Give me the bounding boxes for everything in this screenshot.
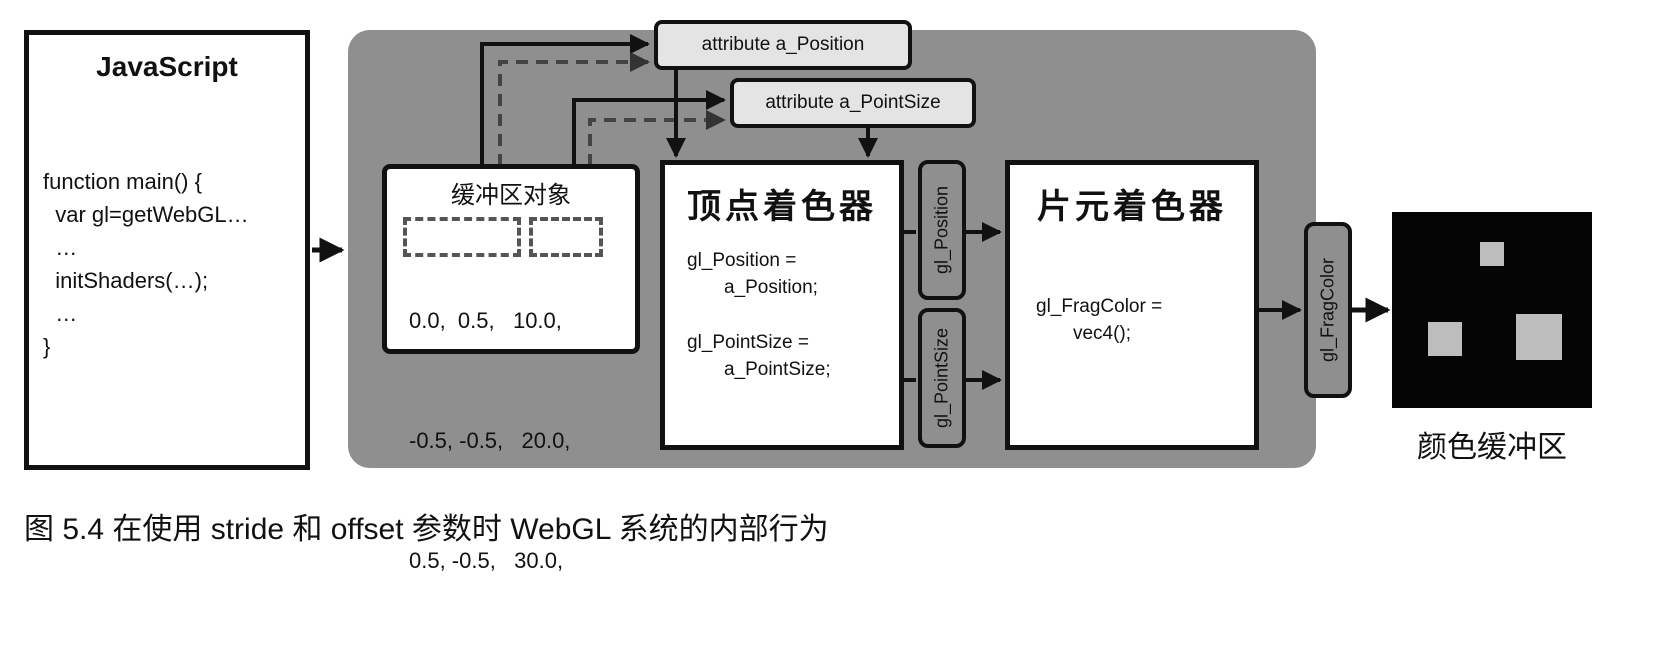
gl-position-output: gl_Position <box>918 160 966 300</box>
attribute-a-position: attribute a_Position <box>654 20 912 70</box>
arrow-buffer-to-attr-position <box>480 34 650 164</box>
dashed-highlight-pointsize <box>529 217 603 257</box>
color-buffer-label: 颜色缓冲区 <box>1417 430 1567 465</box>
figure-caption: 图 5.4 在使用 stride 和 offset 参数时 WebGL 系统的内… <box>24 513 829 546</box>
color-buffer-image <box>1392 212 1592 408</box>
fragment-shader-title: 片元着色器 <box>1037 188 1227 226</box>
gl-fragcolor-label: gl_FragColor <box>1317 257 1338 363</box>
point-medium <box>1428 322 1462 356</box>
buffer-row: 0.0, 0.5, 10.0, <box>409 308 562 333</box>
javascript-code: function main() { var gl=getWebGL… … ini… <box>43 169 249 359</box>
vertex-shader-code-pointsize: gl_PointSize = a_PointSize; <box>687 332 831 380</box>
vertex-shader-title: 顶点着色器 <box>687 188 877 226</box>
arrow-buffer-to-attr-pointsize <box>572 90 726 164</box>
javascript-box: JavaScript function main() { var gl=getW… <box>24 30 310 470</box>
javascript-title: JavaScript <box>96 51 238 82</box>
gl-fragcolor-output: gl_FragColor <box>1304 222 1352 398</box>
arrow-buffer-to-attr-position-dashed <box>498 52 650 206</box>
attribute-a-pointsize: attribute a_PointSize <box>730 78 976 128</box>
point-small <box>1480 242 1504 266</box>
fragment-shader-code: gl_FragColor = vec4(); <box>1036 296 1163 344</box>
buffer-row: 0.5, -0.5, 30.0, <box>409 548 564 573</box>
buffer-object-title: 缓冲区对象 <box>451 181 571 209</box>
gl-pointsize-output: gl_PointSize <box>918 308 966 448</box>
point-large <box>1516 314 1562 360</box>
gl-position-label: gl_Position <box>931 185 952 275</box>
vertex-shader-box: 顶点着色器 gl_Position = a_Position; gl_Point… <box>660 160 904 450</box>
gl-pointsize-label: gl_PointSize <box>931 327 952 429</box>
buffer-rows: 0.0, 0.5, 10.0, -0.5, -0.5, 20.0, 0.5, -… <box>409 221 570 661</box>
vertex-shader-code-position: gl_Position = a_Position; <box>687 250 818 298</box>
buffer-object-box: 缓冲区对象 0.0, 0.5, 10.0, -0.5, -0.5, 20.0, … <box>382 164 640 573</box>
fragment-shader-box: 片元着色器 gl_FragColor = vec4(); <box>1005 160 1259 450</box>
buffer-row: -0.5, -0.5, 20.0, <box>409 428 571 453</box>
dashed-highlight-position <box>403 217 521 257</box>
